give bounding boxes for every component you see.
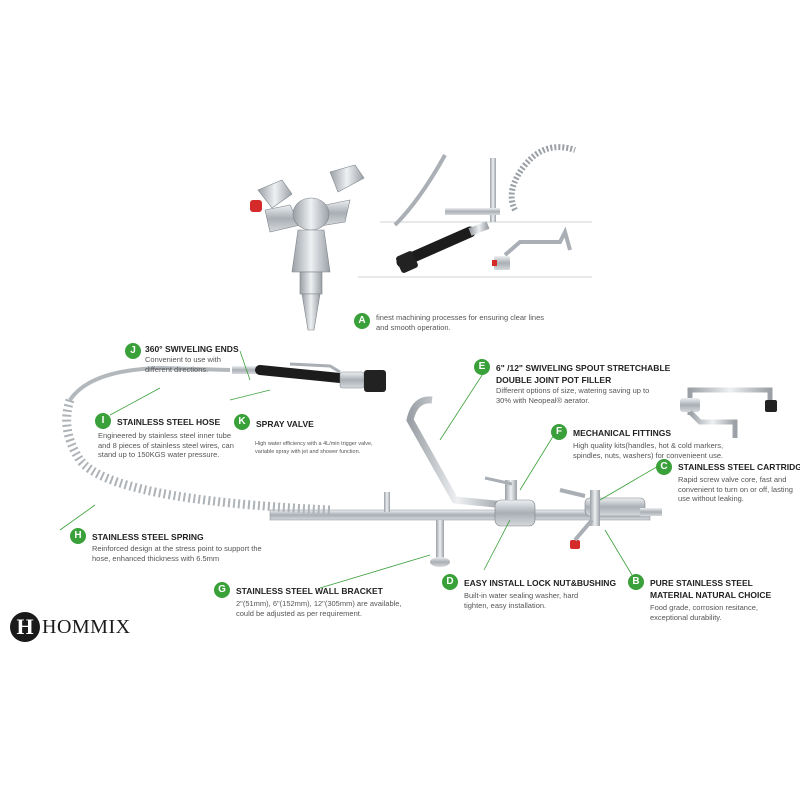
brand-name: HOMMIX xyxy=(42,615,131,638)
callout-b-title: PURE STAINLESS STEEL MATERIAL NATURAL CH… xyxy=(650,578,772,600)
callout-c-description: Rapid screw valve core, fast and conveni… xyxy=(678,475,793,503)
callout-f-title: MECHANICAL FITTINGS xyxy=(573,428,672,438)
pre-rinse-assembly-image xyxy=(62,362,662,567)
faucet-body-detail-image xyxy=(250,164,365,331)
callout-c-title: STAINLESS STEEL CARTRIDGE xyxy=(678,462,800,472)
badge-d: D xyxy=(442,574,458,590)
badge-c: C xyxy=(656,459,672,475)
callout-k-title: SPRAY VALVE xyxy=(256,419,314,429)
callout-g-title: STAINLESS STEEL WALL BRACKET xyxy=(236,586,383,596)
callout-f-description: High quality kits(handles, hot & cold ma… xyxy=(573,441,724,460)
badge-i: I xyxy=(95,413,111,429)
brand-logo: H HOMMIX xyxy=(10,611,131,643)
callout-j-description: Convenient to use with different directi… xyxy=(145,355,221,374)
leader-lines xyxy=(59,350,661,589)
callout-d-title: EASY INSTALL LOCK NUT&BUSHING xyxy=(464,578,617,588)
callout-b-description: Food grade, corrosion resitance, excepti… xyxy=(650,603,758,622)
badge-h: H xyxy=(70,528,86,544)
badge-e: E xyxy=(474,359,490,375)
badge-b: B xyxy=(628,574,644,590)
callout-i-description: Engineered by stainless steel inner tube… xyxy=(98,431,234,459)
badge-f: F xyxy=(551,424,567,440)
badge-g: G xyxy=(214,582,230,598)
badge-j: J xyxy=(125,343,141,359)
brand-mark: H xyxy=(10,612,40,642)
badge-a: A xyxy=(354,313,370,329)
callout-j-title: 360° SWIVELING ENDS xyxy=(145,344,239,354)
callout-h-title: STAINLESS STEEL SPRING xyxy=(92,532,204,542)
callout-e-description: Different options of size, watering savi… xyxy=(496,386,650,405)
callout-a-description: finest machining processes for ensuring … xyxy=(376,313,544,332)
badge-k: K xyxy=(234,414,250,430)
callout-i-title: STAINLESS STEEL HOSE xyxy=(117,417,221,427)
callout-k-description: High water efficiency with a 4L/min trig… xyxy=(255,441,373,455)
callout-d-description: Built-in water sealing washer, hard tigh… xyxy=(464,591,579,610)
callout-h-description: Reinforced design at the stress point to… xyxy=(92,544,262,563)
inset-scene-image xyxy=(358,144,592,278)
pot-filler-detail-image xyxy=(680,387,777,438)
callout-e-title: 6" /12" SWIVELING SPOUT STRETCHABLE DOUB… xyxy=(496,363,671,385)
callout-g-description: 2"(51mm), 6"(152mm), 12"(305mm) are avai… xyxy=(236,599,402,618)
